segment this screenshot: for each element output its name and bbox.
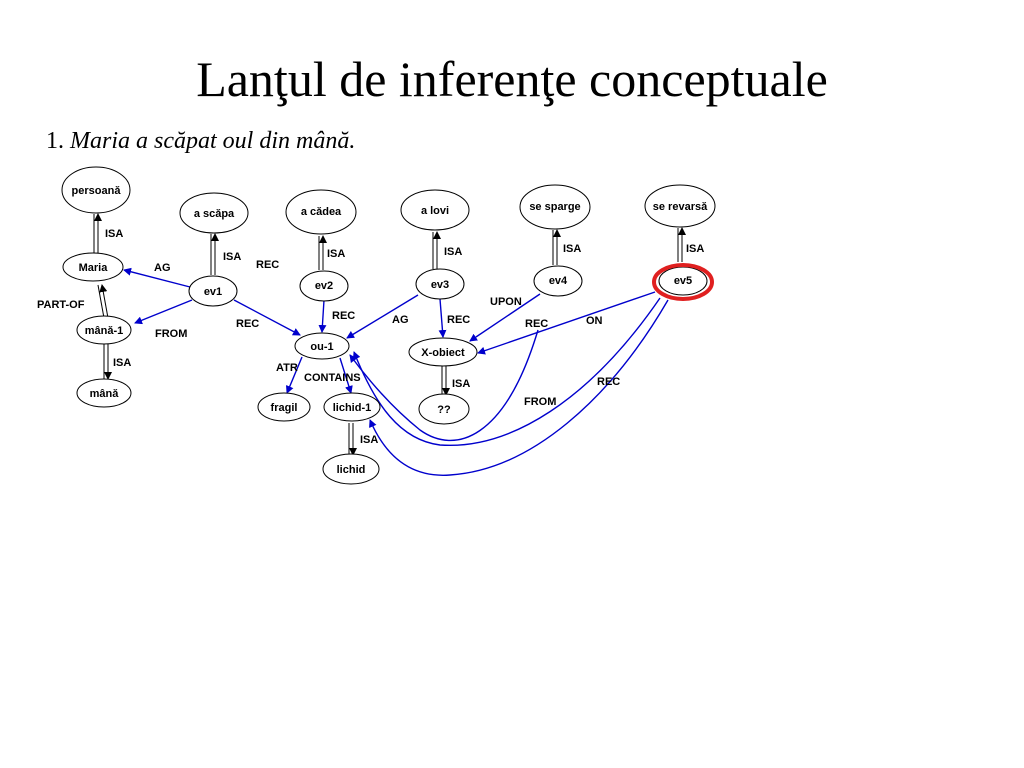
label-rec-ev1-top: REC	[256, 259, 279, 271]
isa-edge-ev3-alovi	[432, 231, 441, 269]
label-atr: ATR	[276, 362, 298, 374]
isa-edge-maria-persoana	[93, 213, 102, 256]
node-ev5: ev5	[652, 263, 714, 301]
label-isa-ev2: ISA	[327, 248, 345, 260]
label-isa-ev4: ISA	[563, 243, 581, 255]
label-rec-ev4: REC	[525, 318, 548, 330]
isa-edge-ev1-ascapa	[210, 233, 219, 275]
nodes: persoană Maria mână-1 mână a scăpa ev1 a…	[61, 166, 716, 485]
label-isa-mana: ISA	[113, 357, 131, 369]
isa-edge-lichid1-lichid	[348, 423, 357, 456]
node-serevarsa: se revarsă	[644, 184, 716, 228]
sentence-number: 1.	[46, 128, 64, 154]
edge-ev1-ou1-rec	[233, 299, 301, 336]
svg-text:ou-1: ou-1	[310, 341, 333, 353]
svg-text:ev3: ev3	[431, 279, 449, 291]
node-qq: ??	[418, 393, 470, 425]
page-title: Lanţul de inferenţe conceptuale	[196, 51, 828, 107]
svg-text:a scăpa: a scăpa	[194, 208, 235, 220]
label-isa-lichid: ISA	[360, 434, 378, 446]
label-isa-maria: ISA	[105, 228, 123, 240]
isa-edge-xobiect-qq	[441, 366, 450, 396]
edge-ev4-ou1-rec	[349, 329, 539, 442]
edge-ev3-xobiect-rec	[438, 298, 447, 338]
svg-text:ev4: ev4	[549, 275, 568, 287]
label-isa-ev1: ISA	[223, 251, 241, 263]
part-of-edge-mana1-maria	[97, 284, 109, 319]
svg-text:ev1: ev1	[204, 286, 222, 298]
ev5-highlight-ring	[652, 263, 714, 301]
node-sesparge: se sparge	[519, 184, 591, 230]
svg-text:lichid: lichid	[337, 464, 366, 476]
isa-edge-ev4-sesparge	[552, 229, 561, 265]
label-contains: CONTAINS	[304, 372, 361, 384]
sentence-text: Maria a scăpat oul din mână.	[70, 128, 356, 154]
label-rec-ev3: REC	[447, 314, 470, 326]
label-upon: UPON	[490, 296, 522, 308]
svg-text:??: ??	[437, 404, 451, 416]
node-mana: mână	[76, 378, 132, 408]
isa-edge-mana1-mana	[103, 344, 112, 380]
isa-edge-ev5-serevarsa	[677, 227, 686, 262]
edge-ev3-ou1-ag	[346, 294, 419, 339]
node-ev3: ev3	[415, 268, 465, 300]
label-part-of: PART-OF	[37, 299, 85, 311]
edge-ev4-xobiect-upon	[469, 293, 541, 342]
node-fragil: fragil	[257, 392, 311, 422]
label-from-ev5: FROM	[524, 396, 556, 408]
isa-edges	[93, 213, 686, 456]
edge-ou1-fragil-atr	[286, 356, 303, 394]
edge-ev1-maria-ag	[123, 267, 191, 288]
svg-text:lichid-1: lichid-1	[333, 402, 372, 414]
node-ou1: ou-1	[294, 332, 350, 360]
label-rec-ev2: REC	[332, 310, 355, 322]
node-xobiect: X-obiect	[408, 337, 478, 367]
node-ev1: ev1	[188, 275, 238, 307]
node-lichid: lichid	[322, 453, 380, 485]
svg-text:se revarsă: se revarsă	[653, 201, 708, 213]
isa-edge-ev2-acadea	[318, 235, 327, 270]
label-ag-ev3: AG	[392, 314, 409, 326]
label-isa-xobiect: ISA	[452, 378, 470, 390]
label-on-ev5: ON	[586, 315, 603, 327]
example-sentence: 1. Maria a scăpat oul din mână.	[46, 128, 355, 155]
edge-labels: ISA ISA ISA ISA ISA ISA ISA ISA ISA PART…	[37, 228, 704, 446]
svg-text:mână: mână	[90, 388, 120, 400]
edge-ev1-mana1-from	[134, 299, 193, 325]
edge-ev5-ou1-rec	[352, 297, 661, 447]
node-persoana: persoană	[61, 166, 131, 214]
node-maria: Maria	[62, 252, 124, 282]
label-from-ev1: FROM	[155, 328, 187, 340]
svg-text:ev2: ev2	[315, 280, 333, 292]
svg-text:ev5: ev5	[674, 275, 692, 287]
label-isa-ev5: ISA	[686, 243, 704, 255]
node-alovi: a lovi	[400, 189, 470, 231]
node-ev4: ev4	[533, 265, 583, 297]
edge-ou1-lichid1-contains	[339, 357, 353, 394]
edge-ev2-ou1-rec	[318, 299, 327, 333]
label-ag-ev1: AG	[154, 262, 171, 274]
edge-ev5-lichid1-from	[369, 299, 669, 476]
svg-text:persoană: persoană	[72, 185, 122, 197]
svg-text:a cădea: a cădea	[301, 206, 342, 218]
label-rec-ev1: REC	[236, 318, 259, 330]
svg-text:a lovi: a lovi	[421, 205, 449, 217]
label-rec-ev5: REC	[597, 376, 620, 388]
svg-text:X-obiect: X-obiect	[421, 347, 465, 359]
node-acadea: a cădea	[285, 189, 357, 235]
node-mana1: mână-1	[76, 315, 132, 345]
svg-text:mână-1: mână-1	[85, 325, 124, 337]
svg-text:se sparge: se sparge	[529, 201, 580, 213]
edge-ev5-xobiect-on	[477, 291, 656, 355]
label-isa-ev3: ISA	[444, 246, 462, 258]
node-lichid1: lichid-1	[323, 392, 381, 422]
svg-text:Maria: Maria	[79, 262, 109, 274]
relation-edges	[123, 267, 669, 476]
svg-text:fragil: fragil	[271, 402, 298, 414]
node-ascapa: a scăpa	[179, 192, 249, 234]
node-ev2: ev2	[299, 270, 349, 302]
